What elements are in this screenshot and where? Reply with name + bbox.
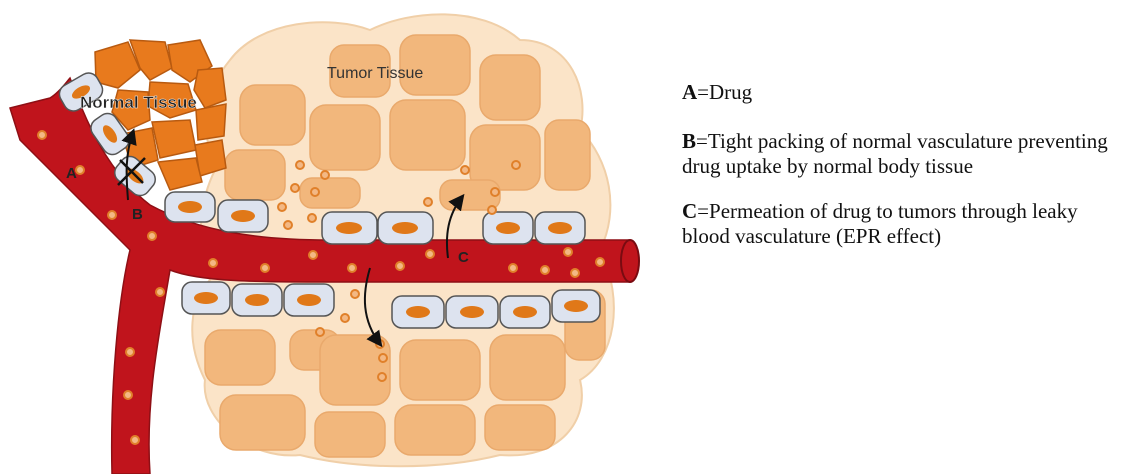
drug-particle (348, 264, 356, 272)
drug-particle (108, 211, 116, 219)
nucleus (336, 222, 362, 234)
tumor-cell (310, 105, 380, 170)
drug-particle (311, 188, 319, 196)
drug-particle (378, 373, 386, 381)
nucleus (406, 306, 430, 318)
drug-particle (131, 436, 139, 444)
drug-particle (351, 290, 359, 298)
drug-particle (596, 258, 604, 266)
normal-cell (194, 68, 226, 108)
legend: A=Drug B=Tight packing of normal vascula… (682, 80, 1112, 269)
tumor-cell (220, 395, 305, 450)
tumor-cell (395, 405, 475, 455)
legend-key: C (682, 199, 697, 223)
nucleus (194, 292, 218, 304)
drug-particle (278, 203, 286, 211)
drug-particle (491, 188, 499, 196)
drug-particle (509, 264, 517, 272)
nucleus (548, 222, 572, 234)
drug-particle (261, 264, 269, 272)
tumor-cell (315, 412, 385, 457)
legend-text: =Drug (697, 80, 752, 104)
tumor-cell (300, 178, 360, 208)
nucleus (496, 222, 520, 234)
vessel-opening (621, 240, 639, 282)
tumor-cell (390, 100, 465, 170)
drug-particle (76, 166, 84, 174)
legend-text: =Permeation of drug to tumors through le… (682, 199, 1078, 248)
drug-particle (156, 288, 164, 296)
drug-particle (309, 251, 317, 259)
drug-particle (296, 161, 304, 169)
drug-particle (148, 232, 156, 240)
tumor-cell (545, 120, 590, 190)
drug-particle (426, 250, 434, 258)
drug-particle (564, 248, 572, 256)
drug-particle (396, 262, 404, 270)
nucleus (178, 201, 202, 213)
label-b: B (132, 206, 143, 223)
tumor-tissue-label: Tumor Tissue (327, 65, 423, 82)
legend-item-c: C=Permeation of drug to tumors through l… (682, 199, 1112, 249)
drug-particle (461, 166, 469, 174)
label-a: A (66, 165, 77, 182)
tumor-cell (400, 340, 480, 400)
drug-particle (541, 266, 549, 274)
legend-item-b: B=Tight packing of normal vasculature pr… (682, 129, 1112, 179)
nucleus (245, 294, 269, 306)
drug-particle (424, 198, 432, 206)
drug-particle (291, 184, 299, 192)
nucleus (231, 210, 255, 222)
legend-key: A (682, 80, 697, 104)
normal-cell (196, 104, 226, 140)
drug-particle (308, 214, 316, 222)
drug-particle (379, 354, 387, 362)
normal-cell (152, 120, 196, 158)
drug-particle (488, 206, 496, 214)
legend-item-a: A=Drug (682, 80, 1112, 105)
nucleus (392, 222, 418, 234)
drug-particle (209, 259, 217, 267)
normal-cell (158, 158, 202, 190)
nucleus (564, 300, 588, 312)
tumor-cell (240, 85, 305, 145)
drug-particle (284, 221, 292, 229)
label-c: C (458, 249, 469, 266)
drug-particle (512, 161, 520, 169)
tumor-cell (485, 405, 555, 450)
drug-particle (124, 391, 132, 399)
tumor-cell (480, 55, 540, 120)
drug-particle (38, 131, 46, 139)
legend-key: B (682, 129, 696, 153)
epr-effect-diagram: Tumor Tissue Normal Tissue A B C (0, 0, 640, 474)
normal-tissue-label: Normal Tissue (80, 93, 197, 112)
drug-particle (316, 328, 324, 336)
tumor-cell (225, 150, 285, 200)
nucleus (460, 306, 484, 318)
drug-particle (341, 314, 349, 322)
nucleus (513, 306, 537, 318)
legend-text: =Tight packing of normal vasculature pre… (682, 129, 1108, 178)
tumor-cell (205, 330, 275, 385)
drug-particle (126, 348, 134, 356)
tumor-cell (490, 335, 565, 400)
drug-particle (321, 171, 329, 179)
nucleus (297, 294, 321, 306)
drug-particle (571, 269, 579, 277)
